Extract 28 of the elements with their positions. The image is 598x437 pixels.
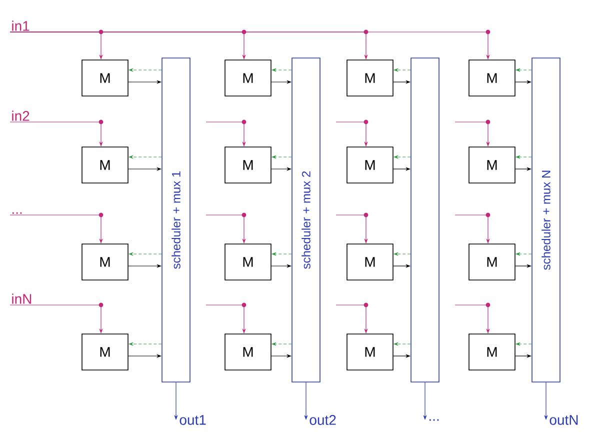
input-label: inN (12, 294, 32, 304)
scheduler-bar: scheduler + mux 1 (162, 58, 190, 382)
scheduler-bar (410, 58, 440, 382)
output-label: out2 (310, 415, 336, 425)
memory-box: M (468, 60, 516, 96)
scheduler-bar: scheduler + mux 2 (292, 58, 320, 382)
memory-box: M (346, 146, 394, 184)
input-label: in2 (12, 110, 30, 121)
memory-box: M (468, 146, 516, 184)
memory-box: M (346, 244, 394, 280)
memory-box: M (82, 60, 128, 96)
memory-box: M (224, 244, 272, 280)
memory-box: M (224, 60, 272, 96)
output-label: ... (429, 419, 439, 421)
memory-box: M (82, 334, 128, 370)
memory-box: M (346, 334, 394, 370)
memory-box: M (224, 334, 272, 370)
memory-box: M (346, 60, 394, 96)
output-label: outN (550, 415, 578, 425)
input-label: in1 (12, 20, 30, 31)
scheduler-bar: scheduler + mux N (532, 58, 560, 382)
memory-box: M (82, 146, 128, 184)
memory-box: M (468, 334, 516, 370)
output-label: out1 (180, 415, 206, 425)
memory-box: M (82, 244, 128, 280)
input-label: ... (12, 212, 22, 214)
memory-box: M (468, 244, 516, 280)
memory-box: M (224, 146, 272, 184)
